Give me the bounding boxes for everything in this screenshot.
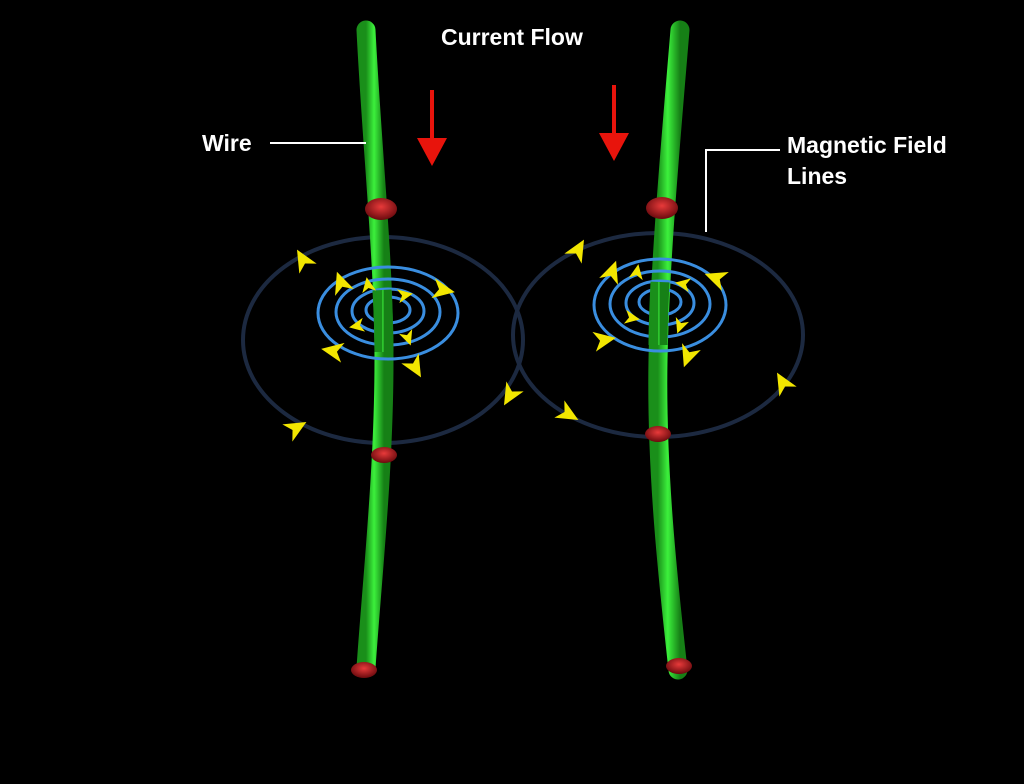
right-field-ring-1 xyxy=(592,257,728,353)
left-field-ring-1 xyxy=(316,265,460,361)
wire-label: Wire xyxy=(202,130,252,156)
current-flow-label: Current Flow xyxy=(441,24,583,50)
left-wire-band-top xyxy=(365,198,397,220)
current-flow-arrows xyxy=(417,85,629,166)
triangle-arrowhead-icon xyxy=(554,400,579,420)
triangle-arrowhead-icon xyxy=(777,372,797,397)
triangle-arrowhead-icon xyxy=(282,422,307,442)
right-wire-band-top xyxy=(646,197,678,219)
magnetic-field-label-line2: Lines xyxy=(787,163,847,189)
left-wire-assembly xyxy=(241,20,525,678)
triangle-arrowhead-icon xyxy=(675,317,689,334)
left-wire-front xyxy=(372,289,394,353)
triangle-arrowhead-icon xyxy=(504,381,524,406)
left-field-arrows xyxy=(282,249,524,442)
down-arrow-icon xyxy=(417,90,447,166)
right-wire-assembly xyxy=(511,20,805,680)
left-wire-band-bottom xyxy=(351,662,377,678)
magnetic-field-label-line1: Magnetic Field xyxy=(787,132,947,158)
triangle-arrowhead-icon xyxy=(401,353,421,378)
right-wire-band-middle xyxy=(645,426,671,442)
triangle-arrowhead-icon xyxy=(564,239,584,264)
triangle-arrowhead-icon xyxy=(704,272,729,291)
triangle-arrowhead-icon xyxy=(599,260,618,285)
triangle-arrowhead-icon xyxy=(623,309,640,324)
triangle-arrowhead-icon xyxy=(431,278,455,299)
triangle-arrowhead-icon xyxy=(349,317,366,332)
right-wire-front xyxy=(648,281,670,346)
triangle-arrowhead-icon xyxy=(297,249,317,274)
triangle-arrowhead-icon xyxy=(628,264,643,281)
triangle-arrowhead-icon xyxy=(682,343,701,368)
right-wire xyxy=(648,20,690,680)
right-field-arrows xyxy=(554,239,797,420)
triangle-arrowhead-icon xyxy=(399,329,413,346)
triangle-arrowhead-icon xyxy=(592,331,616,352)
magnetic-field-leader-line xyxy=(705,149,780,232)
triangle-arrowhead-icon xyxy=(396,289,413,304)
left-wire-band-middle xyxy=(371,447,397,463)
down-arrow-icon xyxy=(599,85,629,161)
triangle-arrowhead-icon xyxy=(362,277,377,294)
triangle-arrowhead-icon xyxy=(321,342,345,363)
right-wire-band-bottom xyxy=(666,658,692,674)
triangle-arrowhead-icon xyxy=(675,278,692,293)
triangle-arrowhead-icon xyxy=(335,271,354,296)
